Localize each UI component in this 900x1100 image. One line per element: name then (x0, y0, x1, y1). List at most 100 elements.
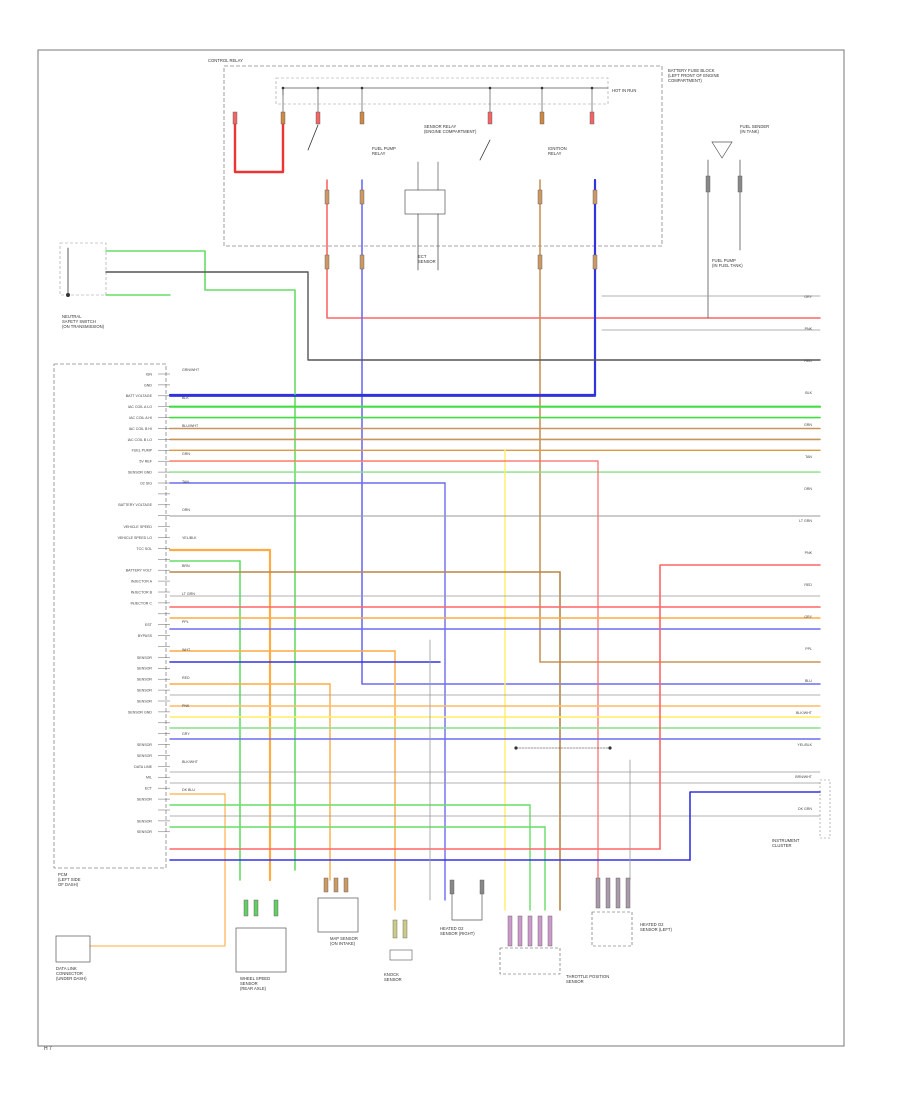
right-wire-label: YEL/BLK (797, 743, 812, 747)
pcm-pin-label: TCC SOL (136, 547, 152, 551)
pcm-frame (53, 363, 167, 869)
harness-pin (324, 189, 330, 205)
neutral-switch-label: SAFETY SWITCH (62, 319, 96, 324)
pcm-pin-label: SENSOR (137, 830, 153, 834)
right-wire-label: BRN/WHT (795, 775, 813, 779)
ect-sensor-body (389, 949, 413, 961)
page-footer: H 7 (44, 1046, 52, 1052)
right-wire-label: PNK (805, 327, 813, 331)
harness-pin (359, 189, 365, 205)
harness-pin (537, 189, 543, 205)
fuel-pump-relay-label: FUEL PUMP (372, 146, 396, 151)
ignition-relay-label: RELAY (548, 151, 562, 156)
fuse-pin (359, 111, 365, 125)
fuse-loop-wire (233, 113, 285, 174)
bus-splice (488, 86, 492, 90)
o2-sensor-body (451, 890, 483, 921)
wire-color-label: GRN/WHT (182, 368, 200, 372)
tan-feed-wire (539, 179, 821, 663)
right-wire-label: BLU (805, 679, 812, 683)
diagram-frames (37, 49, 845, 1047)
ignition-relay-label: IGNITION (548, 146, 567, 151)
bus-splice (316, 86, 320, 90)
instrument-cluster-label: INSTRUMENT (772, 838, 800, 843)
throttle-frame (499, 947, 561, 975)
fuel-pump-relay-label: RELAY (372, 151, 386, 156)
pcm-pin-label: BATT VOLTAGE (126, 394, 153, 398)
fuel-sender-label: (IN TANK) (740, 129, 760, 134)
pcm-label: PCM (58, 872, 68, 877)
sensor-pin (479, 879, 485, 895)
wire-color-label: GRY (182, 732, 190, 736)
harness-pin (359, 254, 365, 270)
battery-fuse-label: BATTERY FUSE BLOCK (668, 68, 715, 73)
data-link-connector-box (55, 935, 91, 963)
pcm-pin-label: SENSOR (137, 743, 153, 747)
wire-color-label: DK BLU (182, 788, 195, 792)
pcm-pin-label: SENSOR GND (128, 710, 153, 714)
pcm-pin-label: SENSOR (137, 819, 153, 823)
wire-color-label: BLK/WHT (182, 760, 199, 764)
pcm-pin-label: IAC COIL A HI (129, 416, 152, 420)
relay-switch-contact (479, 139, 491, 161)
pcm-pin-label: SENSOR (137, 656, 153, 660)
right-wire-label: GRY (804, 615, 812, 619)
right-wire-label: LT GRN (799, 519, 812, 523)
battery-fuse-label: (LEFT FRONT OF ENGINE (668, 73, 719, 78)
wire-color-label: RED (182, 676, 190, 680)
fuse-pin (539, 111, 545, 125)
pcm-pin-label: EST (145, 623, 153, 627)
pcm-pin-label: SENSOR (137, 667, 153, 671)
right-wire-label: RED (804, 359, 812, 363)
fuel-pump-label: (IN FUEL TANK) (712, 263, 743, 268)
wheel-speed-sensor-label: SENSOR (240, 981, 258, 986)
wire-color-label: TAN (182, 480, 189, 484)
wheel-speed-sensor-label: (REAR AXLE) (240, 986, 267, 991)
sensor-relay-label: SENSOR RELAY (424, 124, 456, 129)
harness-pin (592, 254, 598, 270)
bus-splice (590, 86, 594, 90)
pcm-pin-label: SENSOR (137, 678, 153, 682)
battery-fuse-label: COMPARTMENT) (668, 78, 702, 83)
pcm-pin-label: BATTERY VOLTAGE (118, 503, 152, 507)
pcm-pin-label: VEHICLE SPEED (123, 525, 152, 529)
pcm-pin-label: SENSOR GND (128, 471, 153, 475)
harness-drop-wire (659, 564, 821, 850)
pcm-pin-label: DATA LINE (134, 765, 152, 769)
neutral-switch-label: NEUTRAL (62, 314, 82, 319)
splice-dot (514, 746, 518, 750)
pcm-pin-label: ECT (145, 787, 153, 791)
right-wire-label: BLK/WHT (796, 711, 813, 715)
sensor-pin (343, 877, 349, 893)
fuse-pin (232, 111, 238, 125)
pcm-pin-label: VEHICLE SPEED LO (118, 536, 153, 540)
black-wire (105, 271, 821, 361)
injector-pin (537, 915, 543, 947)
harness-pin (592, 189, 598, 205)
o2-sensor-frame (591, 911, 633, 947)
pink-wire (169, 460, 599, 881)
harness-pin (324, 254, 330, 270)
wire-color-label: BLU/WHT (182, 424, 199, 428)
wire-color-label: ORN (182, 508, 190, 512)
sensor-pin (615, 877, 621, 909)
right-wire-label: GRN (804, 423, 812, 427)
right-wire-label: ORN (804, 487, 812, 491)
wire-color-label: WHT (182, 648, 191, 652)
dark-blue-feed-wire (168, 178, 597, 397)
fuse-pin (315, 111, 321, 125)
diagram-wires (67, 87, 822, 947)
sensor-pin (273, 899, 279, 917)
bus-splice (540, 86, 544, 90)
bus-splice (281, 86, 285, 90)
pcm-label: OF DASH) (58, 882, 79, 887)
data-link-connector-label: (UNDER DASH) (56, 976, 87, 981)
wire-color-label: PNK (182, 704, 190, 708)
wire-color-label: YEL/BLK (182, 536, 197, 540)
wheel-speed-sensor-box (235, 927, 287, 973)
red-feed-wire (326, 179, 821, 319)
o2-sensor-right-label: HEATED O2 (440, 926, 464, 931)
neutral-switch-label: (ON TRANSMISSION) (62, 324, 105, 329)
